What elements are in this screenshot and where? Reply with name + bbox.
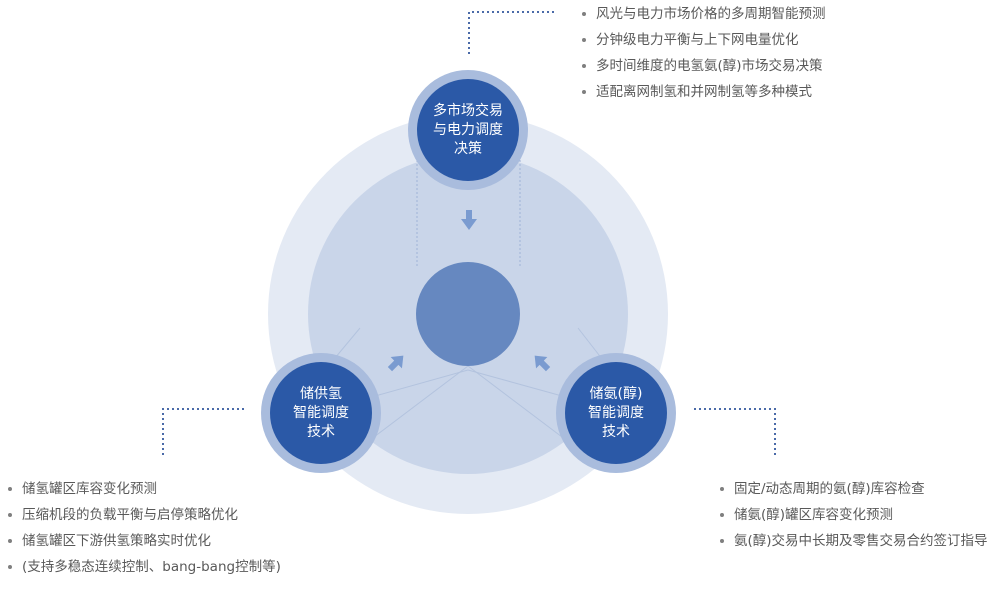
left-node-circle [270, 362, 372, 464]
right-node-circle [565, 362, 667, 464]
right-connector [694, 408, 776, 458]
arrow-up-left-icon [534, 355, 551, 372]
list-item: (支持多稳态连续控制、bang-bang控制等) [8, 557, 281, 583]
connector-lines [162, 11, 776, 458]
top-node-label: 多市场交易 与电力调度 决策 [433, 102, 503, 157]
list-item: 储氢罐区库容变化预测 [8, 479, 281, 505]
list-item: 氨(醇)交易中长期及零售交易合约签订指导 [720, 531, 988, 557]
list-item: 固定/动态周期的氨(醇)库容检查 [720, 479, 988, 505]
list-item: 多时间维度的电氢氨(醇)市场交易决策 [582, 56, 826, 82]
top-connector [468, 11, 556, 54]
list-item: 风光与电力市场价格的多周期智能预测 [582, 4, 826, 30]
arrow-down-icon [461, 210, 477, 230]
left-feature-list: 储氢罐区库容变化预测 压缩机段的负载平衡与启停策略优化 储氢罐区下游供氢策略实时… [8, 479, 281, 583]
top-node-guides [416, 160, 521, 268]
list-item: 适配离网制氢和并网制氢等多种模式 [582, 82, 826, 108]
list-item: 储氨(醇)罐区库容变化预测 [720, 505, 988, 531]
arrow-up-right-icon [387, 355, 404, 372]
right-feature-list: 固定/动态周期的氨(醇)库容检查 储氨(醇)罐区库容变化预测 氨(醇)交易中长期… [720, 479, 988, 557]
list-item: 分钟级电力平衡与上下网电量优化 [582, 30, 826, 56]
list-item: 储氢罐区下游供氢策略实时优化 [8, 531, 281, 557]
list-item: 压缩机段的负载平衡与启停策略优化 [8, 505, 281, 531]
right-node-label: 储氨(醇) 智能调度 技术 [588, 385, 644, 440]
top-feature-list: 风光与电力市场价格的多周期智能预测 分钟级电力平衡与上下网电量优化 多时间维度的… [582, 4, 826, 108]
left-node-label: 储供氢 智能调度 技术 [293, 385, 349, 440]
center-disc [416, 262, 520, 366]
top-node-circle [417, 79, 519, 181]
left-connector [162, 408, 244, 458]
